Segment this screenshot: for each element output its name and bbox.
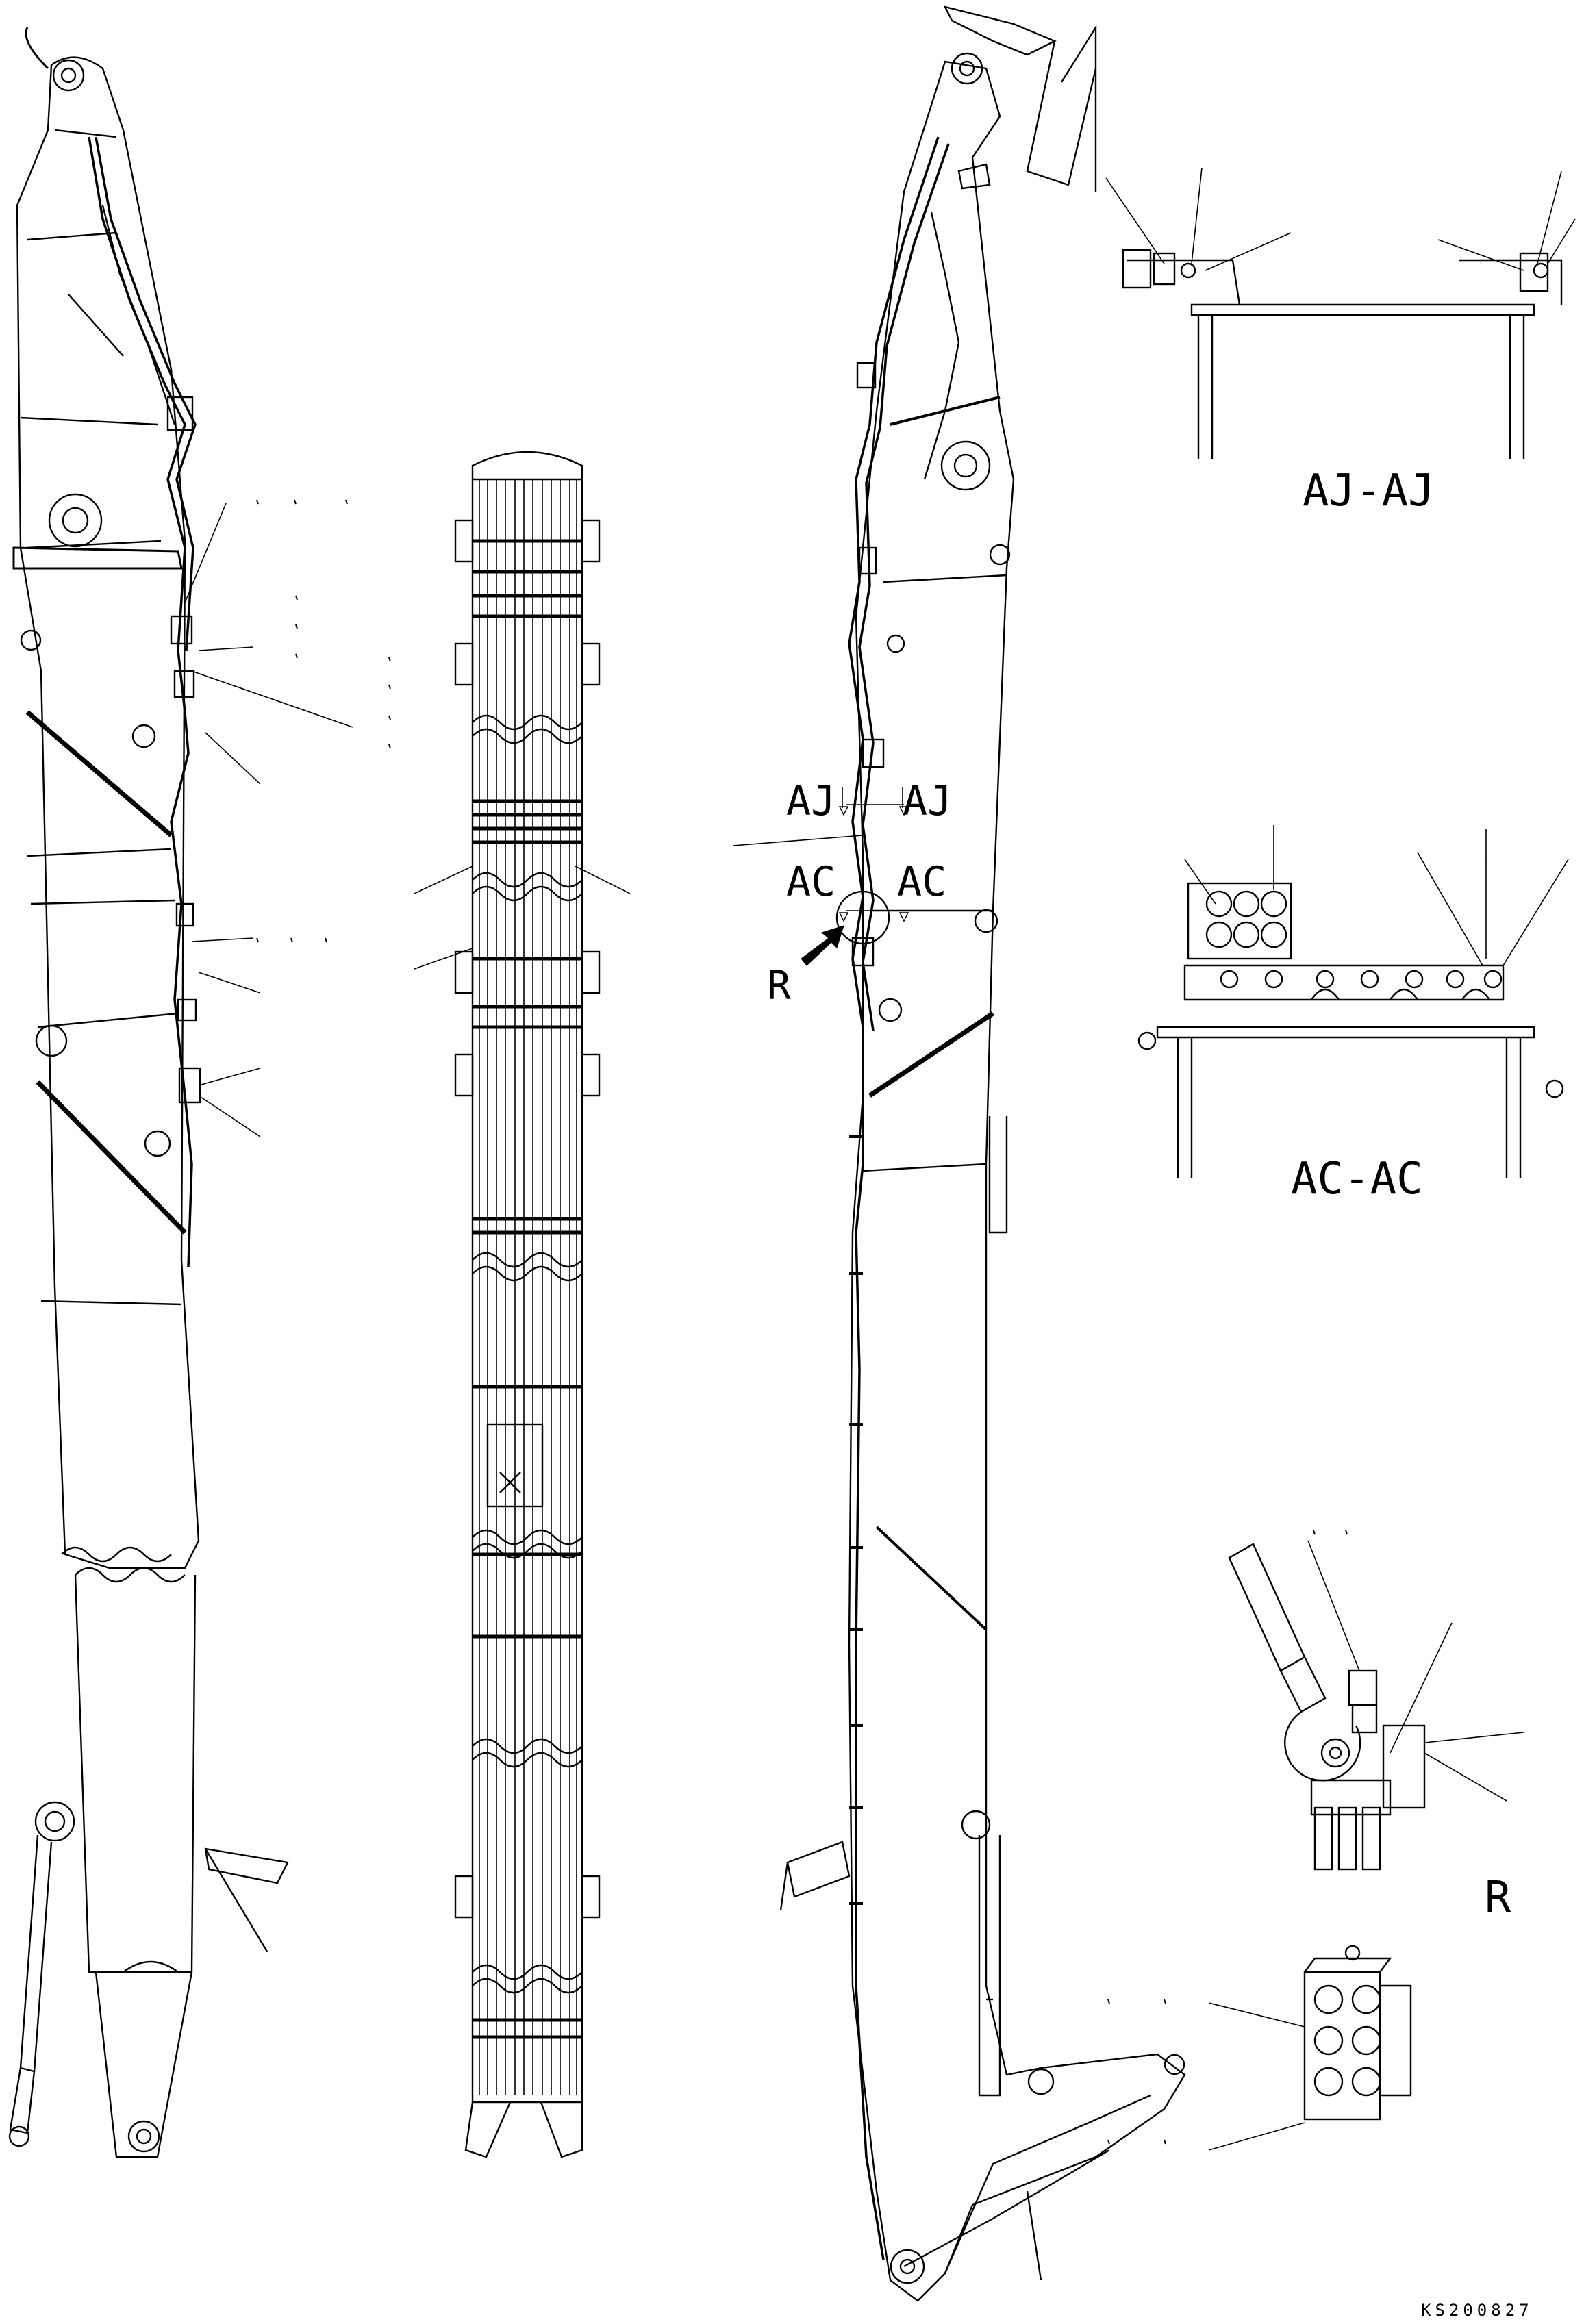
section-mark-aj-right: AJ — [903, 777, 953, 825]
detail-r-title: R — [1485, 1873, 1511, 1923]
middle-boom-top-view — [414, 451, 631, 2158]
section-ac-ac-title: AC-AC — [1291, 1154, 1423, 1204]
left-boom-side-view — [8, 27, 391, 2158]
section-mark-ac-right: AC — [897, 858, 947, 906]
valve-block-detail — [1107, 1945, 1412, 2151]
section-aj-aj-title: AJ-AJ — [1303, 466, 1435, 516]
right-boom-side-view — [732, 5, 1186, 2302]
view-mark-r: R — [767, 962, 791, 1009]
section-aj-aj-view — [1105, 167, 1576, 459]
section-mark-ac-left: AC — [786, 858, 836, 906]
section-mark-aj-left: AJ — [786, 777, 836, 825]
drawing-code: KS200827 — [1421, 2301, 1533, 2320]
view-direction-arrow-icon — [801, 925, 844, 966]
section-ac-ac-view — [1137, 825, 1569, 1178]
detail-r-view — [1228, 1530, 1524, 1871]
